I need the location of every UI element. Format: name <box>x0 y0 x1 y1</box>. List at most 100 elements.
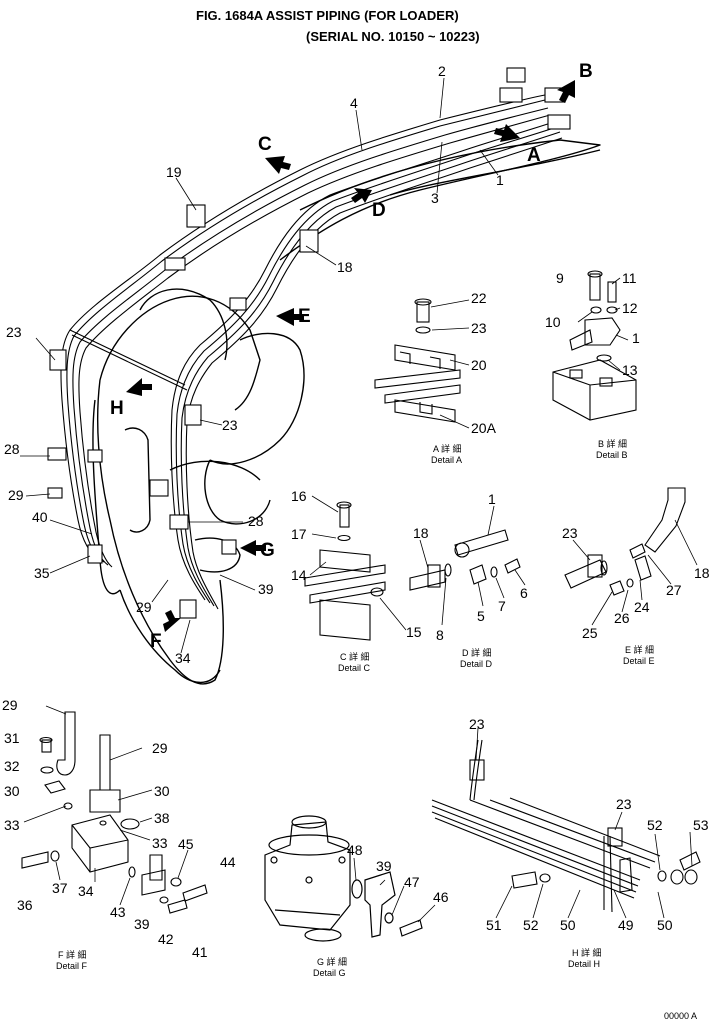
callout-C: C <box>258 134 272 155</box>
callout-F: F <box>150 631 162 652</box>
footer-code: 00000 A <box>664 1011 697 1020</box>
part-35: 35 <box>34 565 50 581</box>
detail-b-caption-en: Detail B <box>596 450 628 460</box>
part-39-detail-g: 39 <box>376 858 392 874</box>
part-31: 31 <box>4 730 20 746</box>
cylinder-mid <box>124 427 151 533</box>
arrow-H <box>126 378 152 396</box>
detail-b-leaders <box>577 277 629 371</box>
part-23-main-left: 23 <box>6 324 22 340</box>
part-23-detail-h-right: 23 <box>616 796 632 812</box>
part-19: 19 <box>166 164 182 180</box>
part-14: 14 <box>291 567 307 583</box>
part-48: 48 <box>347 842 363 858</box>
part-30-left: 30 <box>4 783 20 799</box>
part-8: 8 <box>436 627 444 643</box>
part-10: 10 <box>545 314 561 330</box>
part-18-detail-d: 18 <box>413 525 429 541</box>
part-33-left: 33 <box>4 817 20 833</box>
detail-a-leaders <box>430 299 470 429</box>
part-34-main: 34 <box>175 650 191 666</box>
part-3: 3 <box>431 190 439 206</box>
detail-e-drawing <box>564 487 686 596</box>
part-21: 22 <box>471 290 487 306</box>
swing-body <box>209 332 305 465</box>
detail-f-caption-en: Detail F <box>56 961 88 971</box>
part-39-detail-f: 39 <box>134 916 150 932</box>
part-28-main-left: 28 <box>4 441 20 457</box>
part-39-main: 39 <box>258 581 274 597</box>
pipe-bundle <box>60 94 563 610</box>
part-50-right: 50 <box>657 917 673 933</box>
part-36: 36 <box>17 897 33 913</box>
part-5: 5 <box>477 608 485 624</box>
part-47: 47 <box>404 874 420 890</box>
cylinder-right <box>194 537 241 573</box>
part-29-main-left: 29 <box>8 487 24 503</box>
part-23-detail-h-top: 23 <box>469 716 485 732</box>
frame-body <box>97 379 224 685</box>
arrow-A <box>494 124 520 142</box>
part-29-detail-f-left: 29 <box>2 697 18 713</box>
detail-b-drawing <box>552 270 637 421</box>
callout-letters: B A C D E H G F <box>110 61 593 652</box>
detail-c-drawing <box>304 501 386 641</box>
part-38: 38 <box>154 810 170 826</box>
part-22: 23 <box>471 320 487 336</box>
part-33-right: 33 <box>152 835 168 851</box>
part-7: 7 <box>498 598 506 614</box>
detail-g-drawing <box>264 815 423 942</box>
detail-a-drawing <box>374 298 461 423</box>
frame-left <box>99 295 261 411</box>
detail-h-caption-jp: H 詳 細 <box>572 947 602 958</box>
part-53: 53 <box>693 817 709 833</box>
part-29-main-right: 29 <box>136 599 152 615</box>
part-32: 32 <box>4 758 20 774</box>
figure-title-line1: FIG. 1684A ASSIST PIPING (FOR LOADER) <box>196 8 459 23</box>
part-6: 6 <box>520 585 528 601</box>
arrow-G <box>240 540 266 556</box>
part-20: 20 <box>471 357 487 373</box>
part-28-main-right: 28 <box>248 513 264 529</box>
arrow-D <box>351 188 372 203</box>
part-44: 44 <box>220 854 236 870</box>
part-29-detail-f-right: 29 <box>152 740 168 756</box>
main-assembly <box>92 139 601 685</box>
part-49: 49 <box>618 917 634 933</box>
detail-f-caption-jp: F 詳 細 <box>58 949 87 960</box>
part-18-main: 18 <box>337 259 353 275</box>
arrow-E <box>276 308 304 326</box>
detail-f-leaders <box>23 705 189 906</box>
part-4: 4 <box>350 95 358 111</box>
part-52-right: 52 <box>647 817 663 833</box>
clamps-main <box>47 67 571 619</box>
callout-E: E <box>298 306 311 327</box>
part-1-detail-b: 1 <box>632 330 640 346</box>
part-12: 12 <box>622 300 638 316</box>
callout-G: G <box>260 540 275 561</box>
part-20A: 20A <box>471 420 497 436</box>
detail-c-leaders <box>309 495 407 631</box>
detail-h-caption-en: Detail H <box>568 959 600 969</box>
detail-g-caption-en: Detail G <box>313 968 346 978</box>
part-24: 24 <box>634 599 650 615</box>
part-25: 25 <box>582 625 598 641</box>
part-43: 43 <box>110 904 126 920</box>
detail-e-caption-en: Detail E <box>623 656 655 666</box>
leaders-main <box>20 77 499 654</box>
detail-g-caption-jp: G 詳 細 <box>317 956 347 967</box>
detail-d-leaders <box>419 505 526 626</box>
part-41: 41 <box>192 944 208 960</box>
part-16: 16 <box>291 488 307 504</box>
part-11: 11 <box>622 270 637 286</box>
detail-e-caption-jp: E 詳 細 <box>625 644 654 655</box>
part-17: 17 <box>291 526 307 542</box>
arrow-C <box>265 156 291 174</box>
detail-c-caption-en: Detail C <box>338 663 371 673</box>
figure-title-line2: (SERIAL NO. 10150 ~ 10223) <box>306 29 480 44</box>
detail-d-caption-jp: D 詳 細 <box>462 647 492 658</box>
detail-b-caption-jp: B 詳 細 <box>598 438 627 449</box>
part-45: 45 <box>178 836 194 852</box>
detail-a-caption-jp: A 詳 細 <box>433 443 462 454</box>
